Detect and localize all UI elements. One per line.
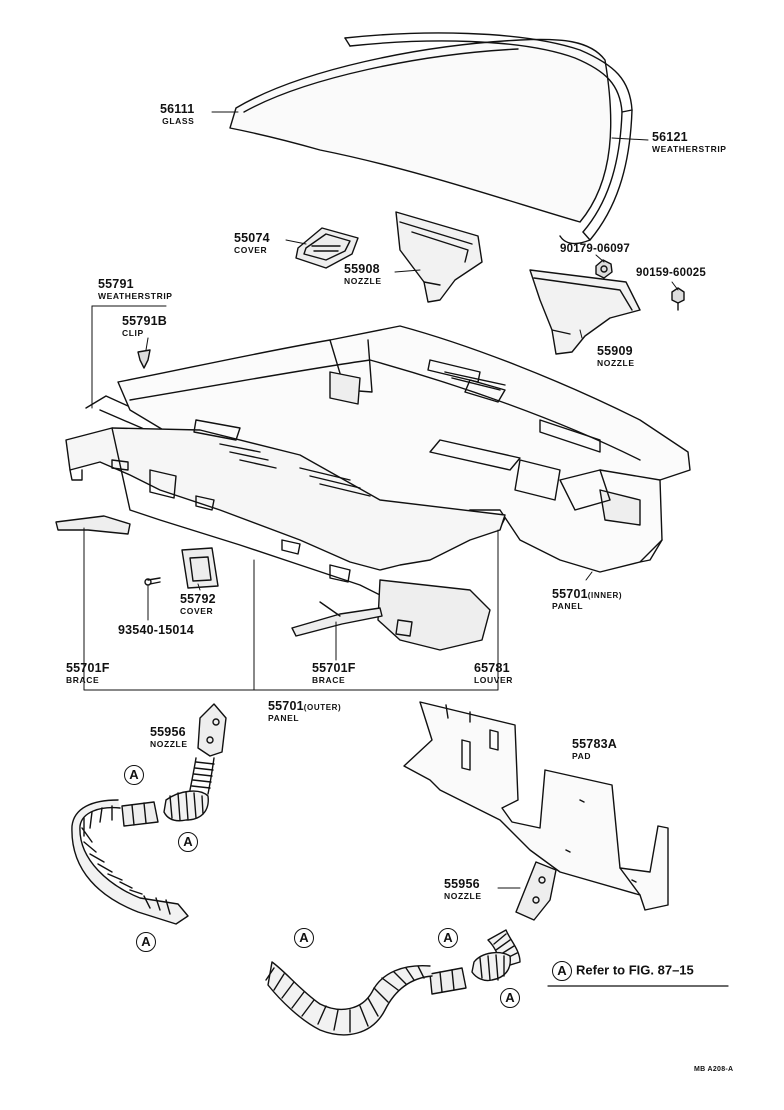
part-number: 55074	[234, 231, 270, 245]
brace-left-drawing	[55, 515, 131, 535]
screw-93540-drawing	[144, 577, 161, 586]
label-55783a: 55783A PAD	[572, 738, 617, 760]
part-number: 55701F	[312, 661, 356, 675]
label-55074: 55074 COVER	[234, 232, 270, 254]
cover-55074-drawing	[295, 227, 359, 269]
part-name: LOUVER	[474, 674, 514, 685]
nozzle-55908-drawing	[395, 211, 483, 303]
part-number: 55783A	[572, 737, 617, 751]
nozzle-55909-drawing	[529, 269, 641, 355]
label-55956-left: 55956 NOZZLE	[150, 726, 188, 748]
part-name: WEATHERSTRIP	[652, 143, 727, 154]
part-number: 55909	[597, 344, 633, 358]
part-name: WEATHERSTRIP	[98, 290, 173, 301]
inner-panel-drawing	[117, 325, 691, 573]
part-number: 55956	[444, 877, 480, 891]
part-number: 90159-60025	[636, 267, 706, 279]
part-number: 56111	[160, 102, 195, 116]
leader-lines	[83, 111, 679, 889]
label-55909: 55909 NOZZLE	[597, 345, 635, 367]
label-55701-inner: 55701(INNER) PANEL	[552, 588, 622, 610]
duct-left-drawing	[71, 703, 227, 925]
part-name: NOZZLE	[344, 275, 382, 286]
label-55908: 55908 NOZZLE	[344, 263, 382, 285]
callout-a-3: A	[136, 932, 156, 952]
label-90159-60025: 90159-60025	[636, 267, 706, 280]
part-name: NOZZLE	[150, 738, 188, 749]
part-name: CLIP	[122, 327, 144, 338]
pad-55783a-drawing	[403, 701, 669, 911]
part-number: 55701	[268, 699, 304, 713]
label-55701f-right: 55701F BRACE	[312, 662, 356, 684]
legend-callout-letter: A	[552, 961, 572, 981]
part-name: BRACE	[66, 674, 100, 685]
label-55701f-left: 55701F BRACE	[66, 662, 110, 684]
label-55792: 55792 COVER	[180, 593, 216, 615]
part-number: 55701	[552, 587, 588, 601]
label-65781: 65781 LOUVER	[474, 662, 513, 684]
part-number: 55701F	[66, 661, 110, 675]
part-name: NOZZLE	[597, 357, 635, 368]
part-name: PANEL	[552, 600, 584, 611]
figure-code: MB A208-A	[694, 1066, 734, 1073]
label-55956-right: 55956 NOZZLE	[444, 878, 482, 900]
label-90179-06097: 90179-06097	[560, 243, 630, 256]
screw-hardware-drawing	[595, 259, 685, 311]
part-number: 56121	[652, 130, 688, 144]
part-number: 90179-06097	[560, 243, 630, 255]
cover-55792-drawing	[181, 547, 219, 589]
part-number: 55791	[98, 277, 134, 291]
part-name: COVER	[234, 244, 268, 255]
part-suffix: (INNER)	[587, 591, 623, 600]
part-number: 55792	[180, 592, 216, 606]
windshield-glass-drawing	[229, 38, 612, 223]
part-name: NOZZLE	[444, 890, 482, 901]
label-56111: 56111 GLASS	[160, 103, 194, 125]
label-55791: 55791 WEATHERSTRIP	[98, 278, 173, 300]
part-number: 65781	[474, 661, 510, 675]
windshield-weatherstrip-drawing	[344, 32, 633, 245]
part-number: 93540-15014	[118, 623, 194, 637]
brace-right-drawing	[291, 601, 383, 637]
outer-panel-drawing	[65, 419, 506, 651]
part-number: 55908	[344, 262, 380, 276]
part-number: 55956	[150, 725, 186, 739]
label-56121: 56121 WEATHERSTRIP	[652, 131, 727, 153]
part-name: BRACE	[312, 674, 346, 685]
part-suffix: (OUTER)	[303, 703, 342, 712]
part-name: PANEL	[268, 712, 300, 723]
callout-a-6: A	[500, 988, 520, 1008]
part-name: PAD	[572, 750, 592, 761]
callout-a-1: A	[124, 765, 144, 785]
callout-a-4: A	[294, 928, 314, 948]
callout-a-5: A	[438, 928, 458, 948]
clip-55791b-drawing	[137, 349, 151, 369]
label-55791b: 55791B CLIP	[122, 315, 167, 337]
part-name: COVER	[180, 605, 214, 616]
part-number: 55791B	[122, 314, 167, 328]
label-55701-outer: 55701(OUTER) PANEL	[268, 700, 341, 722]
label-93540-15014: 93540-15014	[118, 624, 194, 637]
part-name: GLASS	[162, 115, 195, 126]
duct-right-drawing	[265, 861, 557, 1036]
callout-a-2: A	[178, 832, 198, 852]
legend-text: Refer to FIG. 87–15	[576, 962, 694, 978]
